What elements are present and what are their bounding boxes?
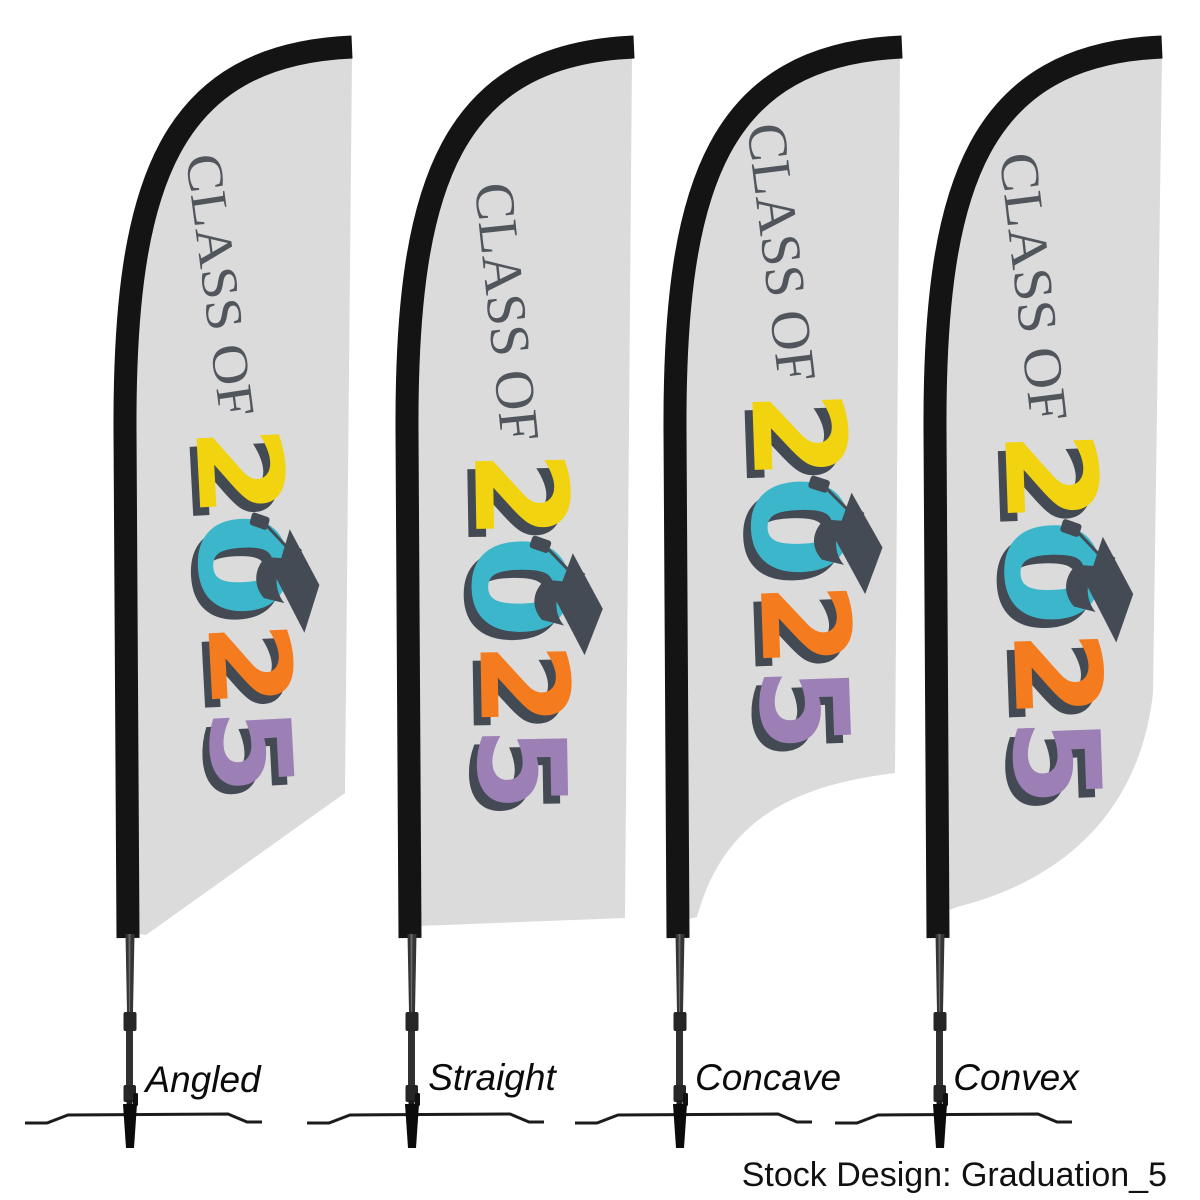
variant-label-convex: Convex	[953, 1057, 1080, 1098]
digit-2b-shadow: 2	[977, 636, 1119, 729]
digit-2b-shadow: 2	[443, 649, 586, 736]
digit-2b: 2	[732, 580, 877, 670]
digit-2b: 2	[451, 641, 594, 728]
digit-5: 5	[731, 664, 876, 754]
variant-label-concave: Concave	[695, 1057, 841, 1098]
flag-pole	[573, 932, 814, 1150]
flag-fabric-convex	[941, 58, 1162, 912]
digit-2-shadow: 2	[161, 431, 302, 529]
flag-fabric-straight	[413, 58, 632, 926]
flag-variant-convex: CLASS OF 2 2 0 0 2 2 5 5	[833, 47, 1162, 1150]
flag-variant-concave: CLASS OF 2 2 0 0 2 2 5 5	[573, 47, 902, 1150]
variant-label-straight: Straight	[428, 1057, 557, 1098]
digit-2b-shadow: 2	[175, 627, 310, 720]
digit-2b: 2	[182, 618, 317, 711]
digit-2-shadow: 2	[436, 457, 587, 549]
variant-label-angled: Angled	[143, 1059, 262, 1100]
flag-fabric-angled	[131, 58, 352, 935]
digit-2b-shadow: 2	[724, 588, 869, 678]
digit-5: 5	[984, 715, 1126, 808]
flag-print: CLASS OF 2 2 0 0 2 2 5 5	[433, 180, 606, 821]
flag-fabric-concave	[681, 58, 900, 920]
digit-5: 5	[182, 704, 317, 797]
digit-2: 2	[168, 422, 309, 520]
digit-2b: 2	[985, 628, 1127, 721]
digit-5-shadow: 5	[175, 712, 310, 805]
digit-5: 5	[449, 725, 592, 812]
digit-5-shadow: 5	[441, 733, 584, 820]
flag-pole	[23, 932, 264, 1150]
flag-pole	[305, 932, 546, 1150]
digit-2: 2	[975, 428, 1125, 526]
digit-2: 2	[721, 388, 873, 482]
flag-pole	[833, 932, 1074, 1150]
digit-2-shadow: 2	[967, 437, 1117, 535]
digit-2-shadow: 2	[713, 396, 865, 490]
digit-5-shadow: 5	[723, 672, 868, 762]
stock-design-credit: Stock Design: Graduation_5	[742, 1156, 1167, 1194]
digit-2: 2	[444, 449, 595, 541]
flag-variant-angled: CLASS OF 2 2 0 0 2 2 5 5	[23, 47, 352, 1150]
digit-5-shadow: 5	[976, 724, 1118, 817]
flag-variant-straight: CLASS OF 2 2 0 0 2 2 5 5	[305, 47, 634, 1150]
flag-print: CLASS OF 2 2 0 0 2 2 5 5	[161, 150, 324, 806]
